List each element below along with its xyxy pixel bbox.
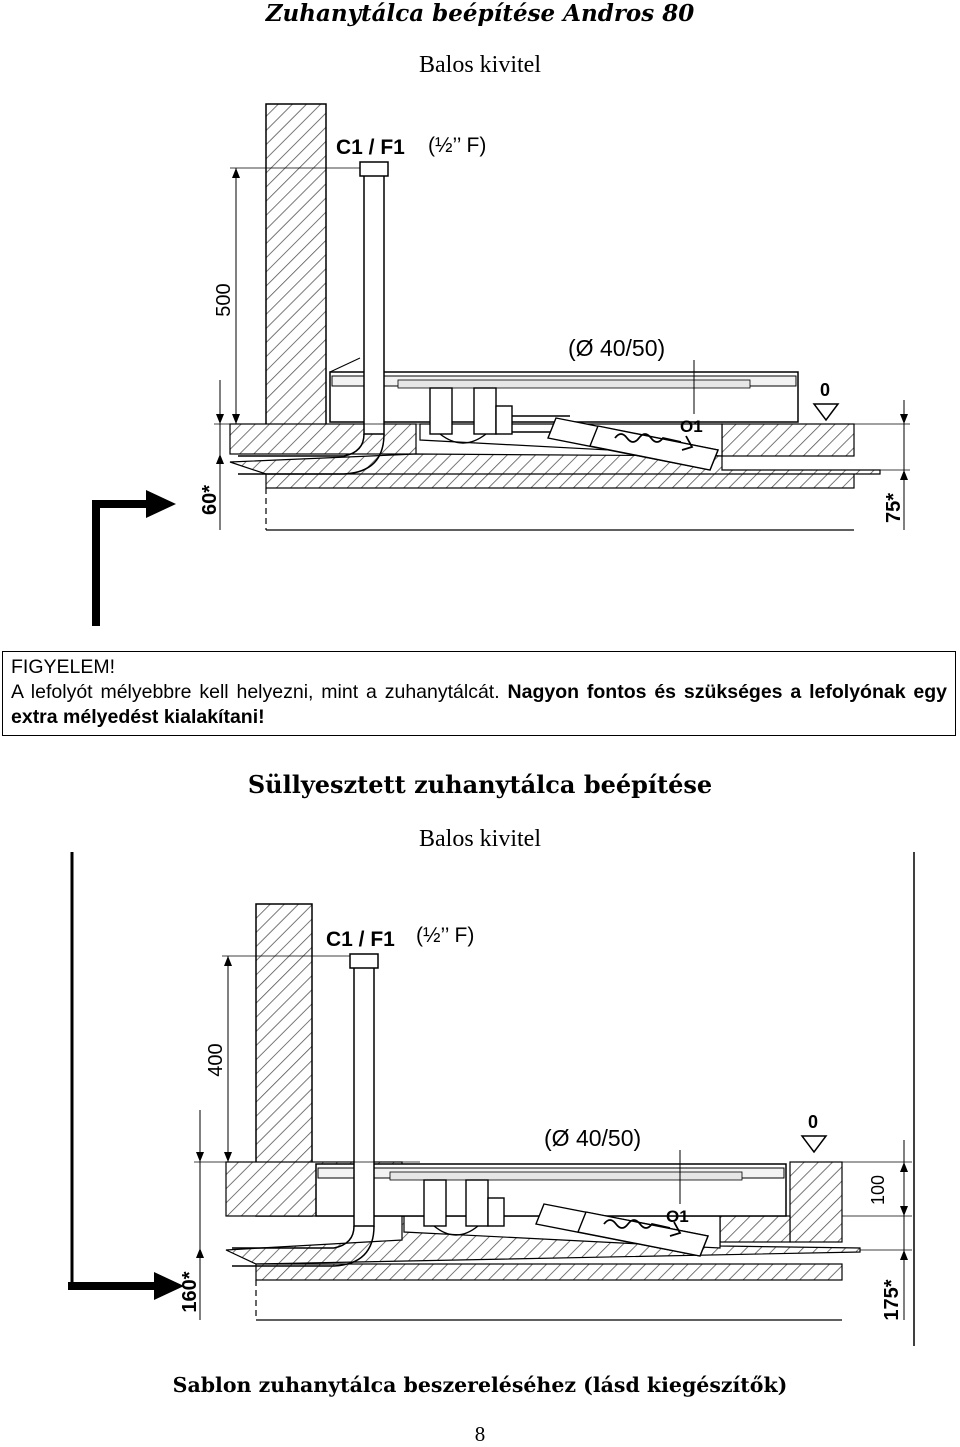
notice-emphasis-cont: lefolyónak egy extra mélyedést kialakíta…: [11, 681, 948, 728]
zero-level-marker: [800, 1135, 828, 1154]
section-subtitle: Balos kivitel: [419, 826, 541, 852]
water-pipe: [363, 171, 385, 435]
section-title: Süllyesztett zuhanytálca beépítése: [247, 770, 713, 799]
warning-notice: FIGYELEM! A lefolyót mélyebbre kell hely…: [2, 651, 956, 736]
pipe-size-label: (½’’ F): [416, 924, 474, 947]
installation-diagram-recessed: C1 / F1 (½’’ F) (Ø 40/50) O1 0 400 160* …: [68, 852, 915, 1346]
dim-tray-label: 100: [868, 1175, 888, 1205]
notice-emphasis: Nagyon fontos és szükséges a: [507, 681, 802, 703]
corner-arrow: [92, 490, 176, 626]
dim-right-label: 75*: [883, 493, 905, 523]
installation-diagram-standard: C1 / F1 (½’’ F) (Ø 40/50) O1 0 500 60* 7…: [92, 103, 910, 626]
outlet-label: O1: [680, 417, 703, 436]
zero-level-marker: [812, 403, 840, 422]
dim-left-label: 60*: [199, 485, 221, 515]
page-title: Zuhanytálca beépítése Andros 80: [265, 0, 695, 27]
page-number: 8: [474, 1422, 486, 1446]
pipe-label: C1 / F1: [336, 136, 405, 159]
siphon: [429, 387, 570, 444]
notice-heading: FIGYELEM!: [11, 656, 116, 678]
pipe-label: C1 / F1: [326, 928, 395, 951]
page-subtitle: Balos kivitel: [419, 52, 541, 78]
notice-text: A lefolyót mélyebbre kell helyezni, mint…: [11, 681, 500, 703]
floor-slab-right: [789, 1161, 843, 1243]
floor-slab-right: [721, 423, 855, 457]
pipe-size-label: (½’’ F): [428, 134, 486, 157]
corner-arrow: [68, 1272, 184, 1300]
dim-right-label: 175*: [881, 1279, 903, 1320]
drain-size-label: (Ø 40/50): [568, 335, 665, 361]
base-slab: [255, 1263, 843, 1281]
drain-pipe: [535, 1203, 709, 1257]
drain-pipe: [547, 417, 719, 471]
footer-caption: Sablon zuhanytálca beszereléséhez (lásd …: [172, 1373, 788, 1397]
siphon: [423, 1179, 505, 1236]
drain-trench: [229, 453, 881, 475]
outlet-label: O1: [666, 1207, 689, 1226]
zero-level-label: 0: [820, 380, 830, 400]
wall: [265, 103, 327, 435]
dim-left-label: 160*: [179, 1271, 201, 1312]
floor-slab-left: [229, 423, 417, 455]
drain-size-label: (Ø 40/50): [544, 1125, 641, 1151]
water-pipe: [353, 963, 375, 1227]
dim-height-label: 500: [213, 283, 235, 316]
dim-height-label: 400: [205, 1043, 227, 1076]
zero-level-label: 0: [808, 1112, 818, 1132]
